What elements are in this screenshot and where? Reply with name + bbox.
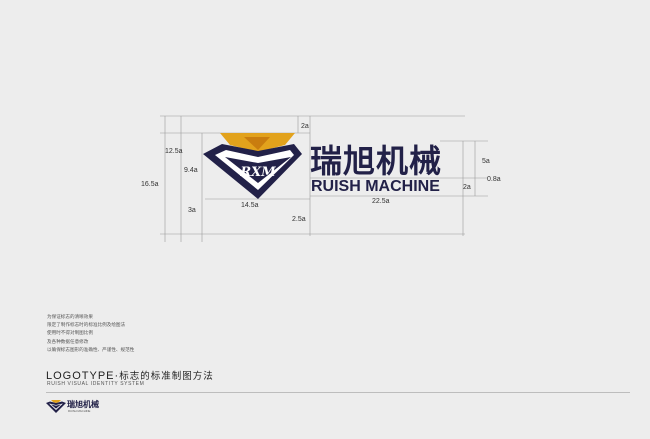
note-line: 限定了制作标志时的标准比例及绘图法 (47, 323, 126, 329)
notes-block: 为保证标志的清晰效果 限定了制作标志时的标准比例及绘图法 使用时不得对制图比例 … (47, 314, 307, 355)
dimension-label: 2a (301, 123, 309, 130)
brand-name-en: RUISH MACHINE (311, 178, 440, 195)
emblem-gold-center (244, 137, 270, 150)
note-line: 及各种数据任意修改 (47, 339, 89, 345)
emblem-letters: RXM (239, 165, 276, 180)
dimension-label: 0.8a (487, 176, 501, 183)
dimension-label: 3a (188, 207, 196, 214)
dimension-label: 2.5a (292, 216, 306, 223)
footer-brand-en: RUISH MACHINE (68, 409, 91, 413)
emblem-core (225, 157, 291, 183)
note-line: 为保证标志的清晰效果 (47, 315, 93, 320)
footer-logo-icon (46, 400, 66, 413)
dimension-label: 12.5a (165, 148, 183, 155)
footer-brand-cn: 瑞旭机械 (67, 400, 99, 409)
note-line: 以确保标志图形的准确性、严谨性、规范性 (47, 347, 135, 353)
section-title-en: LOGOTYPE· (46, 370, 120, 382)
divider (46, 392, 630, 393)
logo-emblem: RXM (203, 133, 302, 199)
dimension-label: 9.4a (184, 167, 198, 174)
dimension-label: 16.5a (141, 181, 159, 188)
section-title-cn: 标志的标准制图方法 (119, 371, 214, 382)
dimension-label: 22.5a (372, 198, 390, 205)
dimension-label: 2a (463, 184, 471, 191)
note-line: 使用时不得对制图比例 (47, 331, 93, 337)
dimension-label: 14.5a (241, 202, 259, 209)
brand-name-cn: 瑞旭机械 (310, 142, 443, 180)
section-subtitle: RUISH VISUAL IDENTITY SYSTEM (47, 381, 145, 387)
dimension-label: 5a (482, 158, 490, 165)
section-title: LOGOTYPE·标志的标准制图方法 (46, 364, 214, 383)
